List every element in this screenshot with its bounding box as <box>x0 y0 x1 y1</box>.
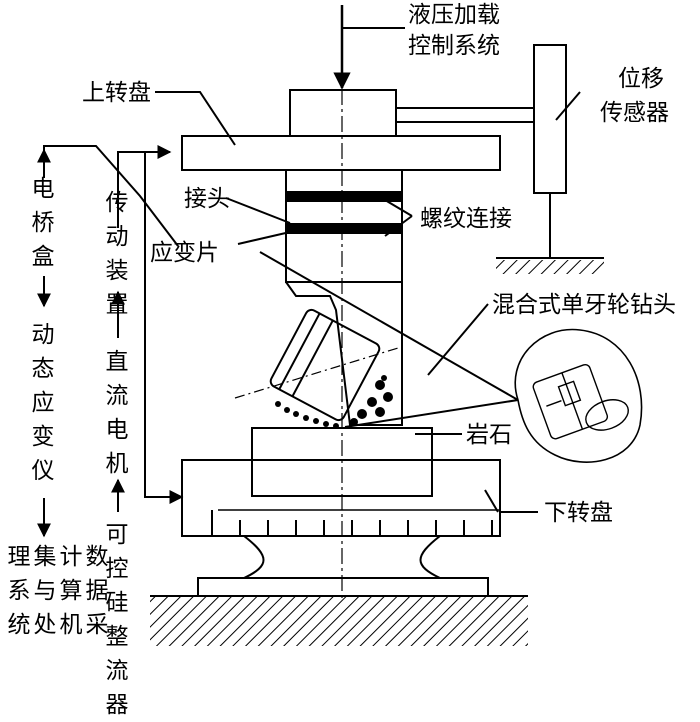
dc-motor-label: 直流电机 <box>105 349 129 477</box>
scr-label: 可控硅整流器 <box>105 522 129 718</box>
displacement-label-line2: 传感器 <box>600 100 669 126</box>
lower-turntable-label: 下转盘 <box>544 500 613 526</box>
computer-col-2: 数据采 <box>85 544 109 638</box>
transmission-label: 传动装置 <box>105 190 129 318</box>
lower-turntable <box>181 459 501 537</box>
upper-turntable-label: 上转盘 <box>82 80 151 106</box>
hydraulic-label-line2: 控制系统 <box>408 33 500 59</box>
hydraulic-label-line1: 液压加载 <box>408 2 500 28</box>
thread-label: 螺纹连接 <box>420 206 512 232</box>
bit-body <box>285 281 403 426</box>
computer-col-3: 集与处 <box>33 544 57 638</box>
bridge-box-label: 电桥盒 <box>31 176 55 270</box>
computer-col-4: 理系统 <box>7 544 31 638</box>
rock-label: 岩石 <box>466 422 512 448</box>
dynamic-strain-label: 动态应变仪 <box>31 322 55 484</box>
displacement-sensor <box>533 44 567 194</box>
bit-detail-inset <box>514 328 643 463</box>
load-head-block <box>289 89 397 137</box>
ground-hatch <box>150 596 528 646</box>
joint-label: 接头 <box>184 186 230 212</box>
rock-sample <box>251 427 433 497</box>
roller-cone <box>269 308 381 422</box>
displacement-label-line1: 位移 <box>618 66 664 92</box>
computer-col-1: 计算机 <box>59 544 83 638</box>
bit-label: 混合式单牙轮钻头 <box>492 292 676 318</box>
strain-gauge-label: 应变片 <box>150 240 219 266</box>
base-plate <box>197 577 489 597</box>
upper-turntable <box>181 135 501 171</box>
